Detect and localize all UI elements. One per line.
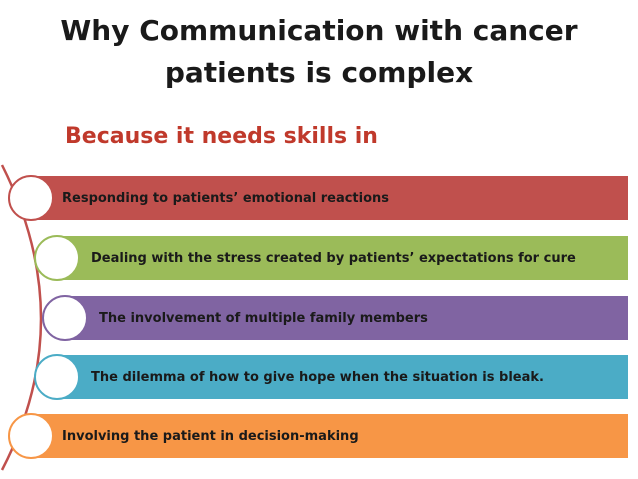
title-line-1: Why Communication with cancer bbox=[60, 14, 578, 47]
list-item-label: Responding to patients’ emotional reacti… bbox=[62, 190, 390, 206]
bullet-circle bbox=[8, 413, 54, 459]
bullet-circle bbox=[34, 235, 80, 281]
bullet-circle bbox=[42, 295, 88, 341]
list-item-label: Involving the patient in decision-making bbox=[62, 428, 359, 444]
slide-title: Why Communication with cancer patients i… bbox=[0, 10, 638, 94]
list-item: Involving the patient in decision-making bbox=[30, 414, 628, 458]
list-item: The dilemma of how to give hope when the… bbox=[58, 355, 628, 399]
list-item-label: The involvement of multiple family membe… bbox=[99, 310, 428, 326]
list-item: Responding to patients’ emotional reacti… bbox=[30, 176, 628, 220]
slide-subtitle: Because it needs skills in bbox=[65, 124, 378, 149]
list-item-label: Dealing with the stress created by patie… bbox=[91, 250, 576, 266]
list-item: The involvement of multiple family membe… bbox=[66, 296, 628, 340]
title-line-2: patients is complex bbox=[164, 56, 474, 89]
bullet-circle bbox=[34, 354, 80, 400]
list-item-label: The dilemma of how to give hope when the… bbox=[91, 369, 544, 385]
bullet-circle bbox=[8, 175, 54, 221]
list-item: Dealing with the stress created by patie… bbox=[58, 236, 628, 280]
